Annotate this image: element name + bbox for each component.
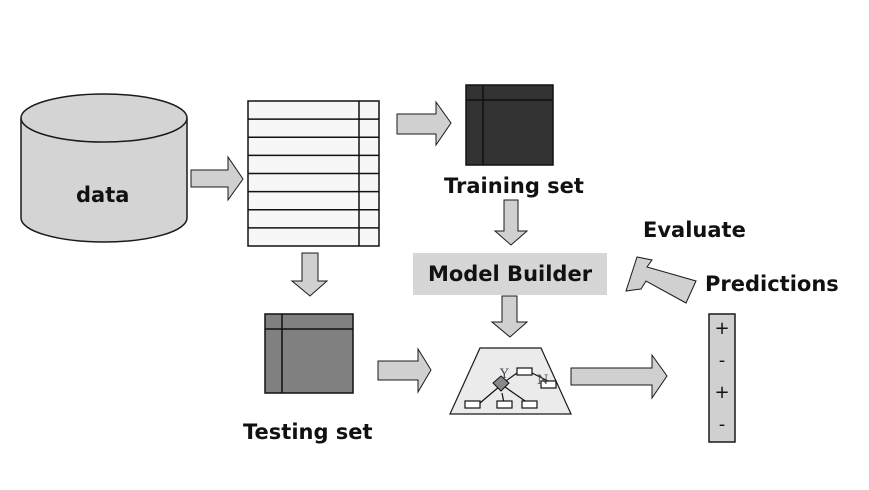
prediction-value: - (718, 350, 726, 371)
testing-set-label: Testing set (243, 420, 373, 444)
predictions-column (708, 313, 736, 443)
tree-branch-no: N (537, 373, 548, 388)
model-builder-box: Model Builder (413, 253, 607, 295)
arrow-testing-to-tree (377, 347, 432, 394)
arrow-data-to-table (190, 155, 244, 202)
arrow-training-to-model-builder (493, 199, 529, 246)
arrow-model-builder-to-tree (490, 295, 529, 338)
dataset-table (247, 100, 380, 247)
training-set-block (465, 84, 554, 166)
arrow-evaluate-feedback (625, 256, 697, 304)
tree-branch-yes: Y (499, 367, 509, 382)
decision-node-icon (492, 375, 510, 392)
arrow-tree-to-predictions (570, 353, 668, 400)
arrow-table-to-testing (290, 252, 329, 297)
training-set-label: Training set (444, 174, 584, 198)
evaluate-label: Evaluate (643, 218, 746, 242)
arrow-table-to-training (396, 100, 452, 147)
testing-set-block (264, 313, 354, 394)
data-label: data (76, 183, 130, 207)
predictions-label: Predictions (705, 272, 839, 296)
prediction-value: + (714, 318, 730, 339)
data-cylinder (20, 93, 188, 243)
prediction-value: - (718, 414, 726, 435)
prediction-value: + (714, 382, 730, 403)
decision-tree-model: Y N (449, 347, 572, 415)
